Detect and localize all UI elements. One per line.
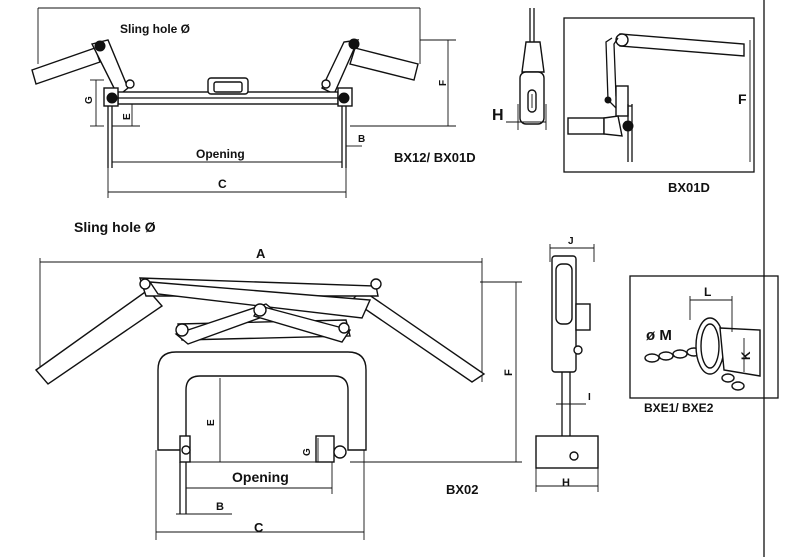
- bx02-side-view: [535, 244, 599, 492]
- dim-g-label-bottom: G: [302, 448, 313, 456]
- bxe-detail-box: [629, 275, 779, 399]
- model-bx01d-label: BX01D: [668, 180, 710, 195]
- dim-j-label: J: [568, 236, 574, 247]
- bx02-clamp-drawing: [34, 258, 522, 540]
- dim-i-label: I: [588, 392, 591, 403]
- opening-label-bottom: Opening: [232, 469, 289, 485]
- dim-f-label-top: F: [438, 80, 449, 86]
- dim-a-label: A: [256, 246, 266, 261]
- dim-h-label-top: H: [492, 107, 504, 124]
- bx12-clamp-drawing: [31, 7, 456, 198]
- model-bx02-label: BX02: [446, 482, 479, 497]
- dim-m-label: ø M: [646, 327, 672, 344]
- bx01d-side-view: [506, 8, 547, 130]
- dim-f-label-box: F: [738, 91, 747, 107]
- opening-label-top: Opening: [196, 147, 245, 161]
- dim-c-label-top: C: [218, 177, 227, 191]
- dim-h-label-bottom: H: [562, 477, 570, 489]
- dim-e-label-top: E: [122, 113, 133, 120]
- dim-b-label-bottom: B: [216, 501, 224, 513]
- sling-hole-label-bottom: Sling hole Ø: [74, 219, 156, 235]
- dim-k-label: K: [739, 351, 753, 360]
- bx01d-detail-box: [563, 0, 765, 557]
- dim-e-label-bottom: E: [206, 419, 217, 426]
- model-bxe-label: BXE1/ BXE2: [644, 401, 714, 415]
- dim-f-label-bottom: F: [503, 369, 515, 376]
- sling-hole-label-top: Sling hole Ø: [120, 22, 190, 36]
- dim-b-label-top: B: [358, 134, 365, 145]
- model-bx12-label: BX12/ BX01D: [394, 150, 476, 165]
- dim-c-label-bottom: C: [254, 520, 264, 535]
- dim-g-label-top: G: [84, 96, 95, 104]
- dim-l-label: L: [704, 285, 711, 299]
